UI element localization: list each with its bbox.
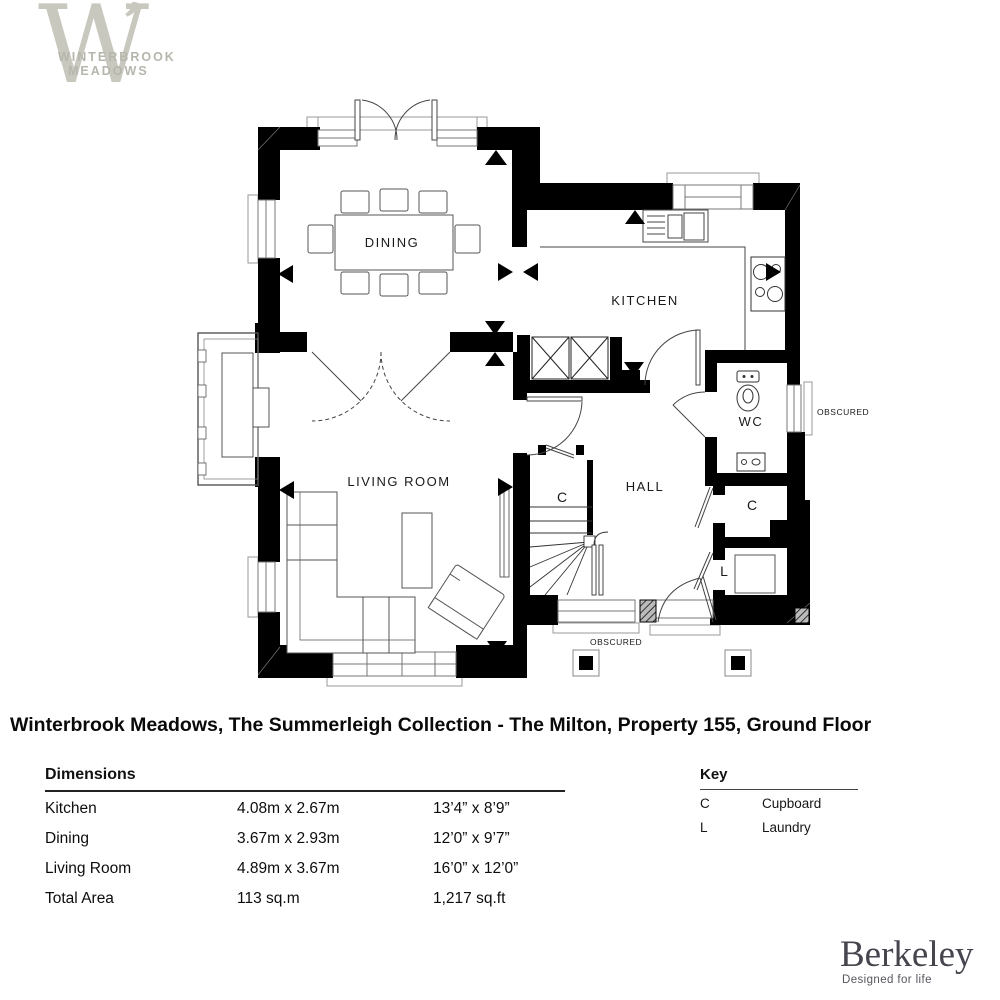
- dimensions-row: Dining 3.67m x 2.93m 12’0” x 9’7”: [45, 824, 565, 854]
- metric-size: 4.89m x 3.67m: [237, 860, 340, 877]
- storage-unit: [531, 336, 609, 380]
- dimensions-row: Kitchen 4.08m x 2.67m 13’4” x 8’9”: [45, 794, 565, 824]
- key-heading: Key: [700, 766, 858, 790]
- logo-wordmark: WINTERBROOK MEADOWS: [58, 50, 176, 78]
- berkeley-logo: Berkeley Designed for life: [840, 936, 990, 986]
- room-name: Total Area: [45, 890, 114, 907]
- key-meaning: Laundry: [762, 820, 811, 835]
- imperial-size: 1,217 sq.ft: [433, 890, 506, 907]
- double-doors-dining-living: [311, 351, 451, 422]
- metric-size: 113 sq.m: [237, 890, 300, 907]
- metric-size: 3.67m x 2.93m: [237, 830, 340, 847]
- basin: [736, 452, 766, 472]
- stairs: [529, 506, 609, 596]
- logo-name-line2: MEADOWS: [68, 64, 149, 78]
- hall-label: HALL: [626, 479, 665, 494]
- key-section: Key C Cupboard L Laundry: [700, 766, 858, 840]
- sofa: [286, 491, 416, 654]
- obscured-right-label: OBSCURED: [817, 407, 869, 417]
- bay-window: [197, 332, 270, 486]
- room-name: Dining: [45, 830, 89, 847]
- logo-name-line1: WINTERBROOK: [58, 50, 176, 64]
- dining-table: [307, 188, 481, 297]
- metric-size: 4.08m x 2.67m: [237, 800, 340, 817]
- window-seat: [221, 352, 254, 458]
- obscured-front-label: OBSCURED: [590, 637, 642, 647]
- imperial-size: 12’0” x 9’7”: [433, 830, 510, 847]
- dimensions-row: Total Area 113 sq.m 1,217 sq.ft: [45, 884, 565, 914]
- dimensions-heading: Dimensions: [45, 766, 565, 792]
- kitchen-counter: [540, 246, 746, 350]
- imperial-size: 13’4” x 8’9”: [433, 800, 510, 817]
- walls: [255, 127, 810, 678]
- tv-unit: [499, 486, 510, 578]
- windows: [257, 129, 802, 677]
- stairs-cupboard-label: C: [557, 489, 567, 505]
- key-row: L Laundry: [700, 816, 858, 840]
- dimensions-row: Living Room 4.89m x 3.67m 16’0” x 12’0”: [45, 854, 565, 884]
- berkeley-tagline: Designed for life: [842, 974, 932, 986]
- room-name: Kitchen: [45, 800, 97, 817]
- imperial-size: 16’0” x 12’0”: [433, 860, 519, 877]
- berkeley-name: Berkeley: [840, 934, 974, 975]
- dining-label: DINING: [365, 235, 420, 250]
- room-name: Living Room: [45, 860, 132, 877]
- dimensions-section: Dimensions Kitchen 4.08m x 2.67m 13’4” x…: [45, 766, 565, 914]
- floorplan: DINING KITCHEN LIVING ROOM HALL WC C C L…: [195, 75, 895, 715]
- key-meaning: Cupboard: [762, 796, 822, 811]
- dimension-markers: [278, 150, 781, 655]
- floorplan-drawing: DINING KITCHEN LIVING ROOM HALL WC C C L…: [197, 99, 869, 687]
- wc-label: WC: [739, 414, 764, 429]
- french-doors: [354, 99, 438, 141]
- laundry-label: L: [720, 563, 728, 579]
- living-room-label: LIVING ROOM: [347, 474, 450, 489]
- landing-cupboard-label: C: [747, 497, 757, 513]
- key-abbr: L: [700, 820, 708, 835]
- toilet: [736, 370, 760, 412]
- window-sills: [247, 116, 813, 687]
- winterbrook-meadows-logo: W ’ WINTERBROOK MEADOWS: [30, 0, 250, 126]
- key-abbr: C: [700, 796, 710, 811]
- porch-posts: [572, 649, 752, 677]
- laundry-appliance: [734, 554, 776, 594]
- logo-monogram: W: [38, 0, 150, 108]
- obscured-glass-blocks: [639, 599, 810, 624]
- page-title: Winterbrook Meadows, The Summerleigh Col…: [10, 714, 872, 736]
- hob: [750, 256, 786, 312]
- door-swings: [526, 329, 717, 623]
- coffee-table: [401, 512, 433, 589]
- kitchen-sink: [642, 209, 709, 243]
- key-row: C Cupboard: [700, 792, 858, 816]
- kitchen-label: KITCHEN: [611, 293, 679, 308]
- armchair: [427, 564, 505, 640]
